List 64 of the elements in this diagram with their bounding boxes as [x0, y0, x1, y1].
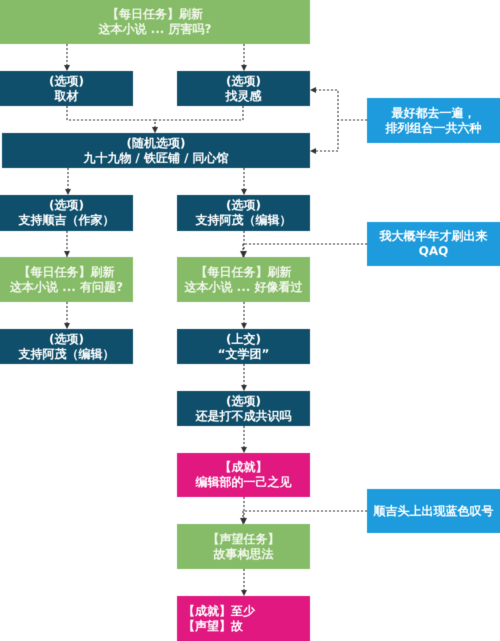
- box-text: 编辑部的一己之见: [196, 475, 292, 490]
- option-box: [177, 71, 310, 106]
- option-box: [177, 195, 310, 231]
- option-box: [2, 133, 310, 168]
- dashed-arrow: [241, 569, 247, 596]
- dashed-arrow: [64, 231, 70, 257]
- box-text: 取材: [54, 88, 78, 104]
- dashed-arrow: [152, 106, 244, 133]
- option-box: [177, 329, 310, 364]
- box-text: 九十九物 / 铁匠铺 / 同心馆: [83, 150, 229, 166]
- box-text: 还是打不成共识吗: [196, 408, 292, 424]
- dashed-arrow: [64, 44, 70, 71]
- box-text: “文学团”: [218, 346, 270, 362]
- option-box: [0, 329, 133, 364]
- box-heading: (选项): [226, 74, 261, 88]
- dashed-arrow: [241, 302, 247, 329]
- note-box: [367, 489, 500, 533]
- note-box: [367, 222, 500, 266]
- note-text: 顺吉头上出现蓝色叹号: [374, 504, 494, 518]
- box-text: 找灵感: [226, 88, 262, 104]
- achievement-box: [177, 596, 310, 641]
- dashed-arrow: [241, 168, 247, 195]
- box-text: 支持阿茂（编辑）: [18, 346, 114, 362]
- box-text: 支持阿茂（编辑）: [196, 213, 292, 228]
- box-text: 这本小说 ... 厉害吗?: [98, 22, 212, 37]
- box-heading: (随机选项): [126, 136, 186, 150]
- box-text: 这本小说 ... 好像看过: [184, 280, 303, 294]
- box-text: 【声望】故: [183, 618, 243, 634]
- dashed-arrow: [241, 497, 247, 524]
- dashed-arrow: [65, 168, 71, 195]
- box-heading: 【成就】至少: [183, 604, 255, 618]
- box-heading: (选项): [226, 198, 261, 213]
- box-heading: 【每日任务】刷新: [196, 264, 292, 280]
- dashed-arrow: [241, 364, 247, 391]
- task-box: [177, 257, 310, 302]
- dashed-arrow: [240, 243, 367, 257]
- option-box: [0, 71, 133, 106]
- dashed-arrow: [241, 231, 247, 257]
- dashed-arrow: [240, 510, 367, 524]
- dashed-arrow: [241, 44, 247, 71]
- achievement-box: [177, 453, 310, 497]
- dashed-arrow: [310, 119, 367, 154]
- box-heading: (选项): [49, 74, 84, 88]
- box-heading: (选项): [49, 198, 84, 213]
- box-heading: 【每日任务】刷新: [18, 264, 114, 280]
- box-text: 支持顺吉（作家）: [18, 213, 114, 228]
- note-text: 最好都去一遍，排列组合一共六种: [384, 106, 482, 136]
- dashed-arrow: [64, 302, 70, 329]
- option-box: [177, 391, 310, 426]
- box-heading: 【声望任务】: [208, 532, 280, 546]
- box-text: 这本小说 ... 有问题?: [10, 280, 123, 294]
- box-text: 故事构思法: [214, 546, 274, 562]
- task-box: [177, 524, 310, 569]
- box-heading: (上交): [226, 332, 261, 346]
- note-box: [367, 98, 500, 143]
- task-box: [0, 257, 133, 302]
- box-heading: 【成就】: [220, 460, 268, 475]
- dashed-arrow: [241, 426, 247, 453]
- note-text: 我大概半年才刷出来QAQ: [378, 229, 488, 259]
- box-heading: (选项): [49, 332, 84, 346]
- option-box: [0, 195, 133, 231]
- box-heading: 【每日任务】刷新: [107, 7, 203, 22]
- box-heading: (选项): [226, 394, 261, 408]
- task-box: [0, 0, 310, 44]
